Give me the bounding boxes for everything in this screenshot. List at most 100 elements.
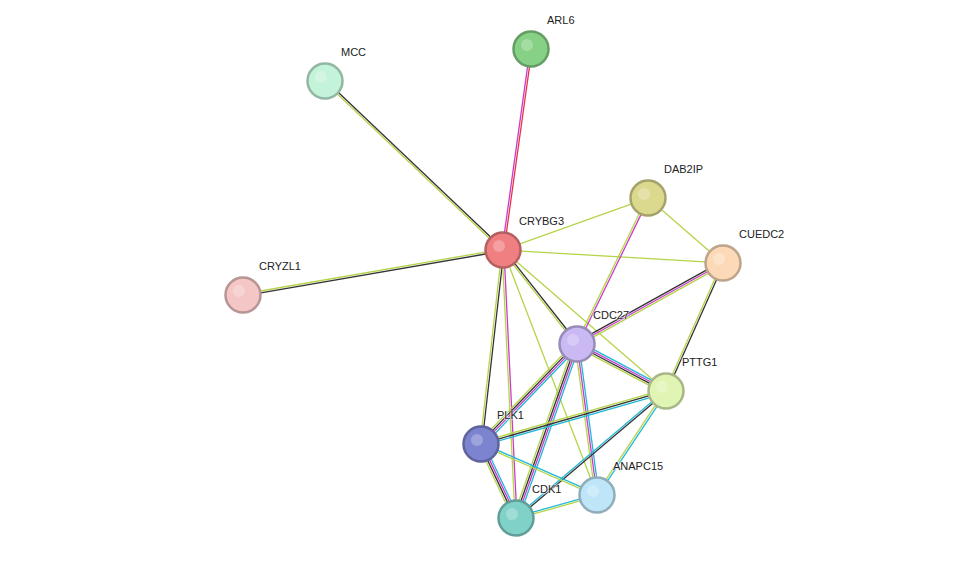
interaction-edge	[533, 499, 580, 514]
node-highlight	[521, 39, 533, 51]
node-highlight	[493, 240, 505, 252]
node-circle	[704, 244, 742, 282]
interaction-edge	[521, 251, 705, 262]
evidence-line	[592, 353, 649, 383]
protein-label: PTTG1	[681, 356, 718, 369]
evidence-line	[521, 251, 705, 262]
protein-node: ANAPC15	[578, 476, 616, 514]
evidence-line	[486, 461, 506, 502]
node-disc	[706, 246, 741, 281]
protein-node: CRYZL1	[224, 276, 262, 314]
protein-label: ARL6	[546, 14, 576, 27]
evidence-line	[533, 499, 579, 512]
node-disc	[560, 327, 595, 362]
protein-node: CRYBG3	[484, 231, 522, 269]
evidence-line	[662, 210, 710, 251]
node-disc	[308, 64, 343, 99]
evidence-line	[505, 67, 528, 232]
interaction-edge	[337, 93, 490, 239]
evidence-line	[261, 254, 486, 293]
interaction-edge	[529, 402, 653, 507]
node-circle	[647, 372, 685, 410]
node-highlight	[315, 71, 327, 83]
evidence-line	[529, 402, 652, 506]
evidence-line	[337, 94, 489, 238]
node-highlight	[713, 253, 725, 265]
node-disc	[499, 501, 534, 536]
interaction-edge	[577, 362, 596, 478]
evidence-line	[482, 268, 500, 426]
interaction-edge	[592, 350, 652, 385]
protein-label: CDK1	[531, 483, 562, 496]
protein-label: ANAPC15	[612, 460, 664, 473]
evidence-line	[505, 268, 516, 500]
node-disc	[226, 278, 261, 313]
evidence-line	[592, 355, 649, 385]
node-highlight	[638, 188, 650, 200]
interaction-edge	[592, 270, 708, 337]
protein-node: DAB2IP	[629, 179, 667, 217]
evidence-line	[498, 450, 581, 487]
evidence-line	[484, 268, 502, 426]
evidence-line	[594, 350, 651, 380]
node-circle	[578, 476, 616, 514]
protein-label: CDC27	[592, 309, 630, 322]
evidence-line	[584, 214, 639, 328]
interaction-edge	[497, 450, 581, 488]
interaction-edge	[503, 268, 516, 500]
protein-label: DAB2IP	[663, 163, 704, 176]
node-highlight	[506, 508, 518, 520]
node-circle	[306, 62, 344, 100]
evidence-line	[490, 460, 510, 501]
node-circle	[512, 30, 550, 68]
node-highlight	[567, 334, 579, 346]
protein-label: CUEDC2	[738, 228, 785, 241]
evidence-line	[517, 262, 653, 379]
evidence-line	[506, 67, 529, 232]
evidence-line	[594, 273, 709, 337]
node-disc	[464, 427, 499, 462]
interaction-edge	[517, 262, 653, 379]
node-highlight	[471, 434, 483, 446]
evidence-line	[339, 93, 491, 237]
interaction-edge	[261, 252, 486, 293]
node-circle	[497, 499, 535, 537]
protein-node: ARL6	[512, 30, 550, 68]
protein-node: CDC27	[558, 325, 596, 363]
protein-node: PTTG1	[647, 372, 685, 410]
node-circle	[558, 325, 596, 363]
node-disc	[580, 478, 615, 513]
node-disc	[514, 32, 549, 67]
interaction-edge	[662, 210, 710, 251]
node-highlight	[656, 381, 668, 393]
evidence-line	[534, 501, 580, 514]
evidence-line	[593, 352, 650, 382]
protein-node: PLK1	[462, 425, 500, 463]
node-highlight	[233, 285, 245, 297]
interaction-edge	[486, 459, 511, 503]
protein-label: PLK1	[496, 409, 525, 422]
protein-label: CRYBG3	[518, 215, 565, 228]
node-circle	[629, 179, 667, 217]
node-circle	[484, 231, 522, 269]
node-disc	[631, 181, 666, 216]
node-disc	[649, 374, 684, 409]
node-circle	[224, 276, 262, 314]
evidence-line	[592, 270, 707, 334]
protein-label: CRYZL1	[258, 260, 302, 273]
evidence-line	[488, 461, 508, 502]
protein-node: MCC	[306, 62, 344, 100]
node-circle	[462, 425, 500, 463]
interaction-edge	[482, 268, 502, 426]
evidence-line	[593, 272, 708, 336]
node-highlight	[587, 485, 599, 497]
interaction-edge	[505, 67, 530, 233]
evidence-line	[515, 264, 567, 330]
protein-label: MCC	[340, 46, 367, 59]
evidence-line	[530, 403, 653, 507]
node-disc	[486, 233, 521, 268]
evidence-line	[503, 268, 514, 500]
protein-node: CDK1	[497, 499, 535, 537]
